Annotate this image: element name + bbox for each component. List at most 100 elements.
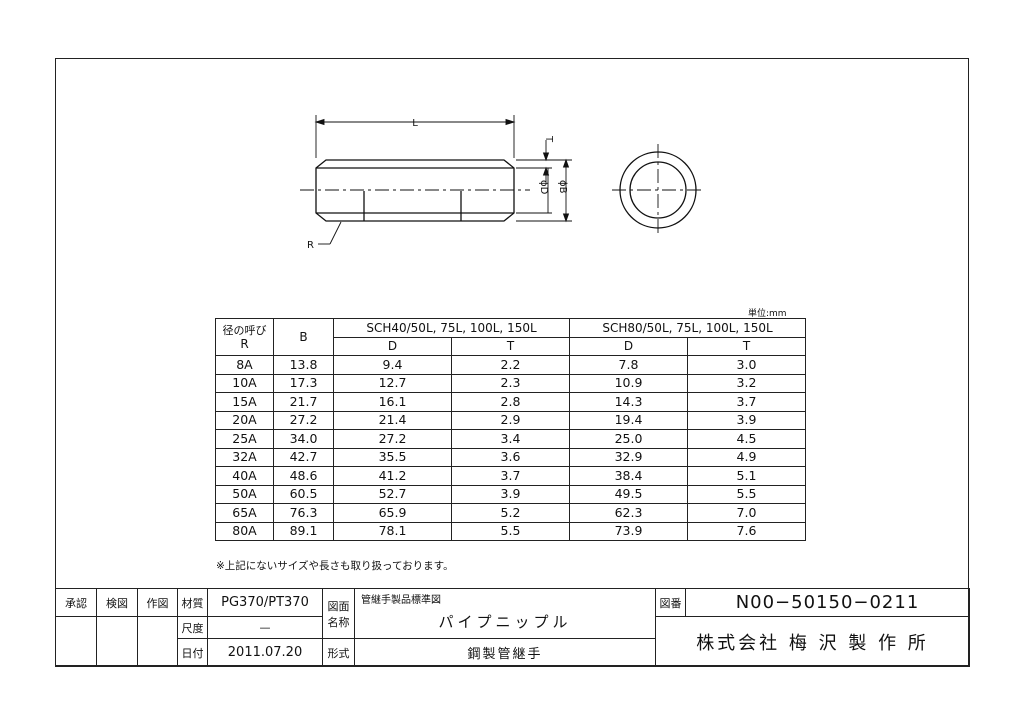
header-R: R (240, 336, 249, 351)
b-cell: 13.8 (273, 355, 334, 375)
title-block: 承認 検図 作図 材質 PG370/PT370 図面 名称 管継手製品標準図 パ… (55, 588, 970, 667)
b-cell: 60.5 (273, 484, 334, 504)
dimension-B (516, 158, 572, 223)
t40-cell: 5.2 (451, 503, 570, 523)
dimension-T (516, 140, 552, 182)
d40-cell: 27.2 (333, 429, 452, 449)
dimension-D (516, 168, 552, 214)
check-label: 検図 (96, 588, 138, 617)
t40-cell: 2.3 (451, 373, 570, 393)
b-cell: 89.1 (273, 521, 334, 541)
check-sign (96, 616, 138, 667)
nominal-cell: 65A (215, 503, 274, 523)
t40-cell: 2.2 (451, 355, 570, 375)
header-sch40: SCH40/50L, 75L, 100L, 150L (333, 318, 570, 338)
d80-cell: 32.9 (569, 447, 688, 467)
t40-cell: 5.5 (451, 521, 570, 541)
d80-cell: 14.3 (569, 392, 688, 412)
dim-T-label: T (543, 135, 554, 143)
drawing-name-label-2: 名称 (327, 615, 350, 629)
header-T-sch80: T (687, 336, 806, 356)
material-label: 材質 (177, 588, 208, 617)
t80-cell: 5.5 (687, 484, 806, 504)
t40-cell: 3.4 (451, 429, 570, 449)
d80-cell: 38.4 (569, 466, 688, 486)
side-view (300, 159, 530, 222)
d40-cell: 65.9 (333, 503, 452, 523)
nominal-cell: 10A (215, 373, 274, 393)
d80-cell: 10.9 (569, 373, 688, 393)
nominal-cell: 80A (215, 521, 274, 541)
d40-cell: 9.4 (333, 355, 452, 375)
d40-cell: 41.2 (333, 466, 452, 486)
t80-cell: 3.0 (687, 355, 806, 375)
material-value: PG370/PT370 (207, 588, 323, 617)
product-name: パイプニップル (438, 613, 572, 631)
d80-cell: 25.0 (569, 429, 688, 449)
dim-D-label: ϕD (538, 180, 549, 195)
nominal-cell: 25A (215, 429, 274, 449)
approve-label: 承認 (55, 588, 97, 617)
b-cell: 27.2 (273, 410, 334, 430)
nominal-cell: 50A (215, 484, 274, 504)
t80-cell: 7.0 (687, 503, 806, 523)
d80-cell: 62.3 (569, 503, 688, 523)
nominal-cell: 8A (215, 355, 274, 375)
nominal-cell: 32A (215, 447, 274, 467)
number-label: 図番 (655, 588, 686, 617)
t80-cell: 5.1 (687, 466, 806, 486)
t80-cell: 3.9 (687, 410, 806, 430)
date-value: 2011.07.20 (207, 638, 323, 667)
drawing-name-label: 図面 名称 (322, 588, 355, 639)
R-label: R (307, 240, 314, 251)
b-cell: 42.7 (273, 447, 334, 467)
d40-cell: 78.1 (333, 521, 452, 541)
b-cell: 48.6 (273, 466, 334, 486)
draw-sign (137, 616, 178, 667)
dimension-L (314, 115, 516, 158)
t40-cell: 3.6 (451, 447, 570, 467)
dim-B-label: ϕB (557, 180, 568, 194)
end-view (612, 144, 704, 236)
approve-sign (55, 616, 97, 667)
d80-cell: 19.4 (569, 410, 688, 430)
header-nominal-label: 径の呼び (222, 323, 267, 337)
scale-label: 尺度 (177, 616, 208, 639)
header-D-sch40: D (333, 336, 452, 356)
type-label: 形式 (322, 638, 355, 667)
type-value: 鋼製管継手 (354, 638, 656, 667)
d80-cell: 49.5 (569, 484, 688, 504)
company-name: 株式会社 梅 沢 製 作 所 (655, 616, 970, 667)
series-title: 管継手製品標準図 (361, 595, 441, 606)
dim-L-label: L (412, 118, 418, 129)
d40-cell: 52.7 (333, 484, 452, 504)
header-T-sch40: T (451, 336, 570, 356)
R-leader (318, 221, 342, 245)
t80-cell: 4.9 (687, 447, 806, 467)
unit-label: 単位:mm (748, 309, 787, 319)
drawing-name-label-1: 図面 (327, 599, 350, 613)
d80-cell: 7.8 (569, 355, 688, 375)
d40-cell: 16.1 (333, 392, 452, 412)
t80-cell: 7.6 (687, 521, 806, 541)
header-sch80: SCH80/50L, 75L, 100L, 150L (569, 318, 806, 338)
nominal-cell: 15A (215, 392, 274, 412)
t40-cell: 3.7 (451, 466, 570, 486)
scale-value: — (207, 616, 323, 639)
t80-cell: 3.7 (687, 392, 806, 412)
drawing-number: N00−50150−0211 (685, 588, 970, 617)
t40-cell: 2.9 (451, 410, 570, 430)
draw-label: 作図 (137, 588, 178, 617)
b-cell: 34.0 (273, 429, 334, 449)
